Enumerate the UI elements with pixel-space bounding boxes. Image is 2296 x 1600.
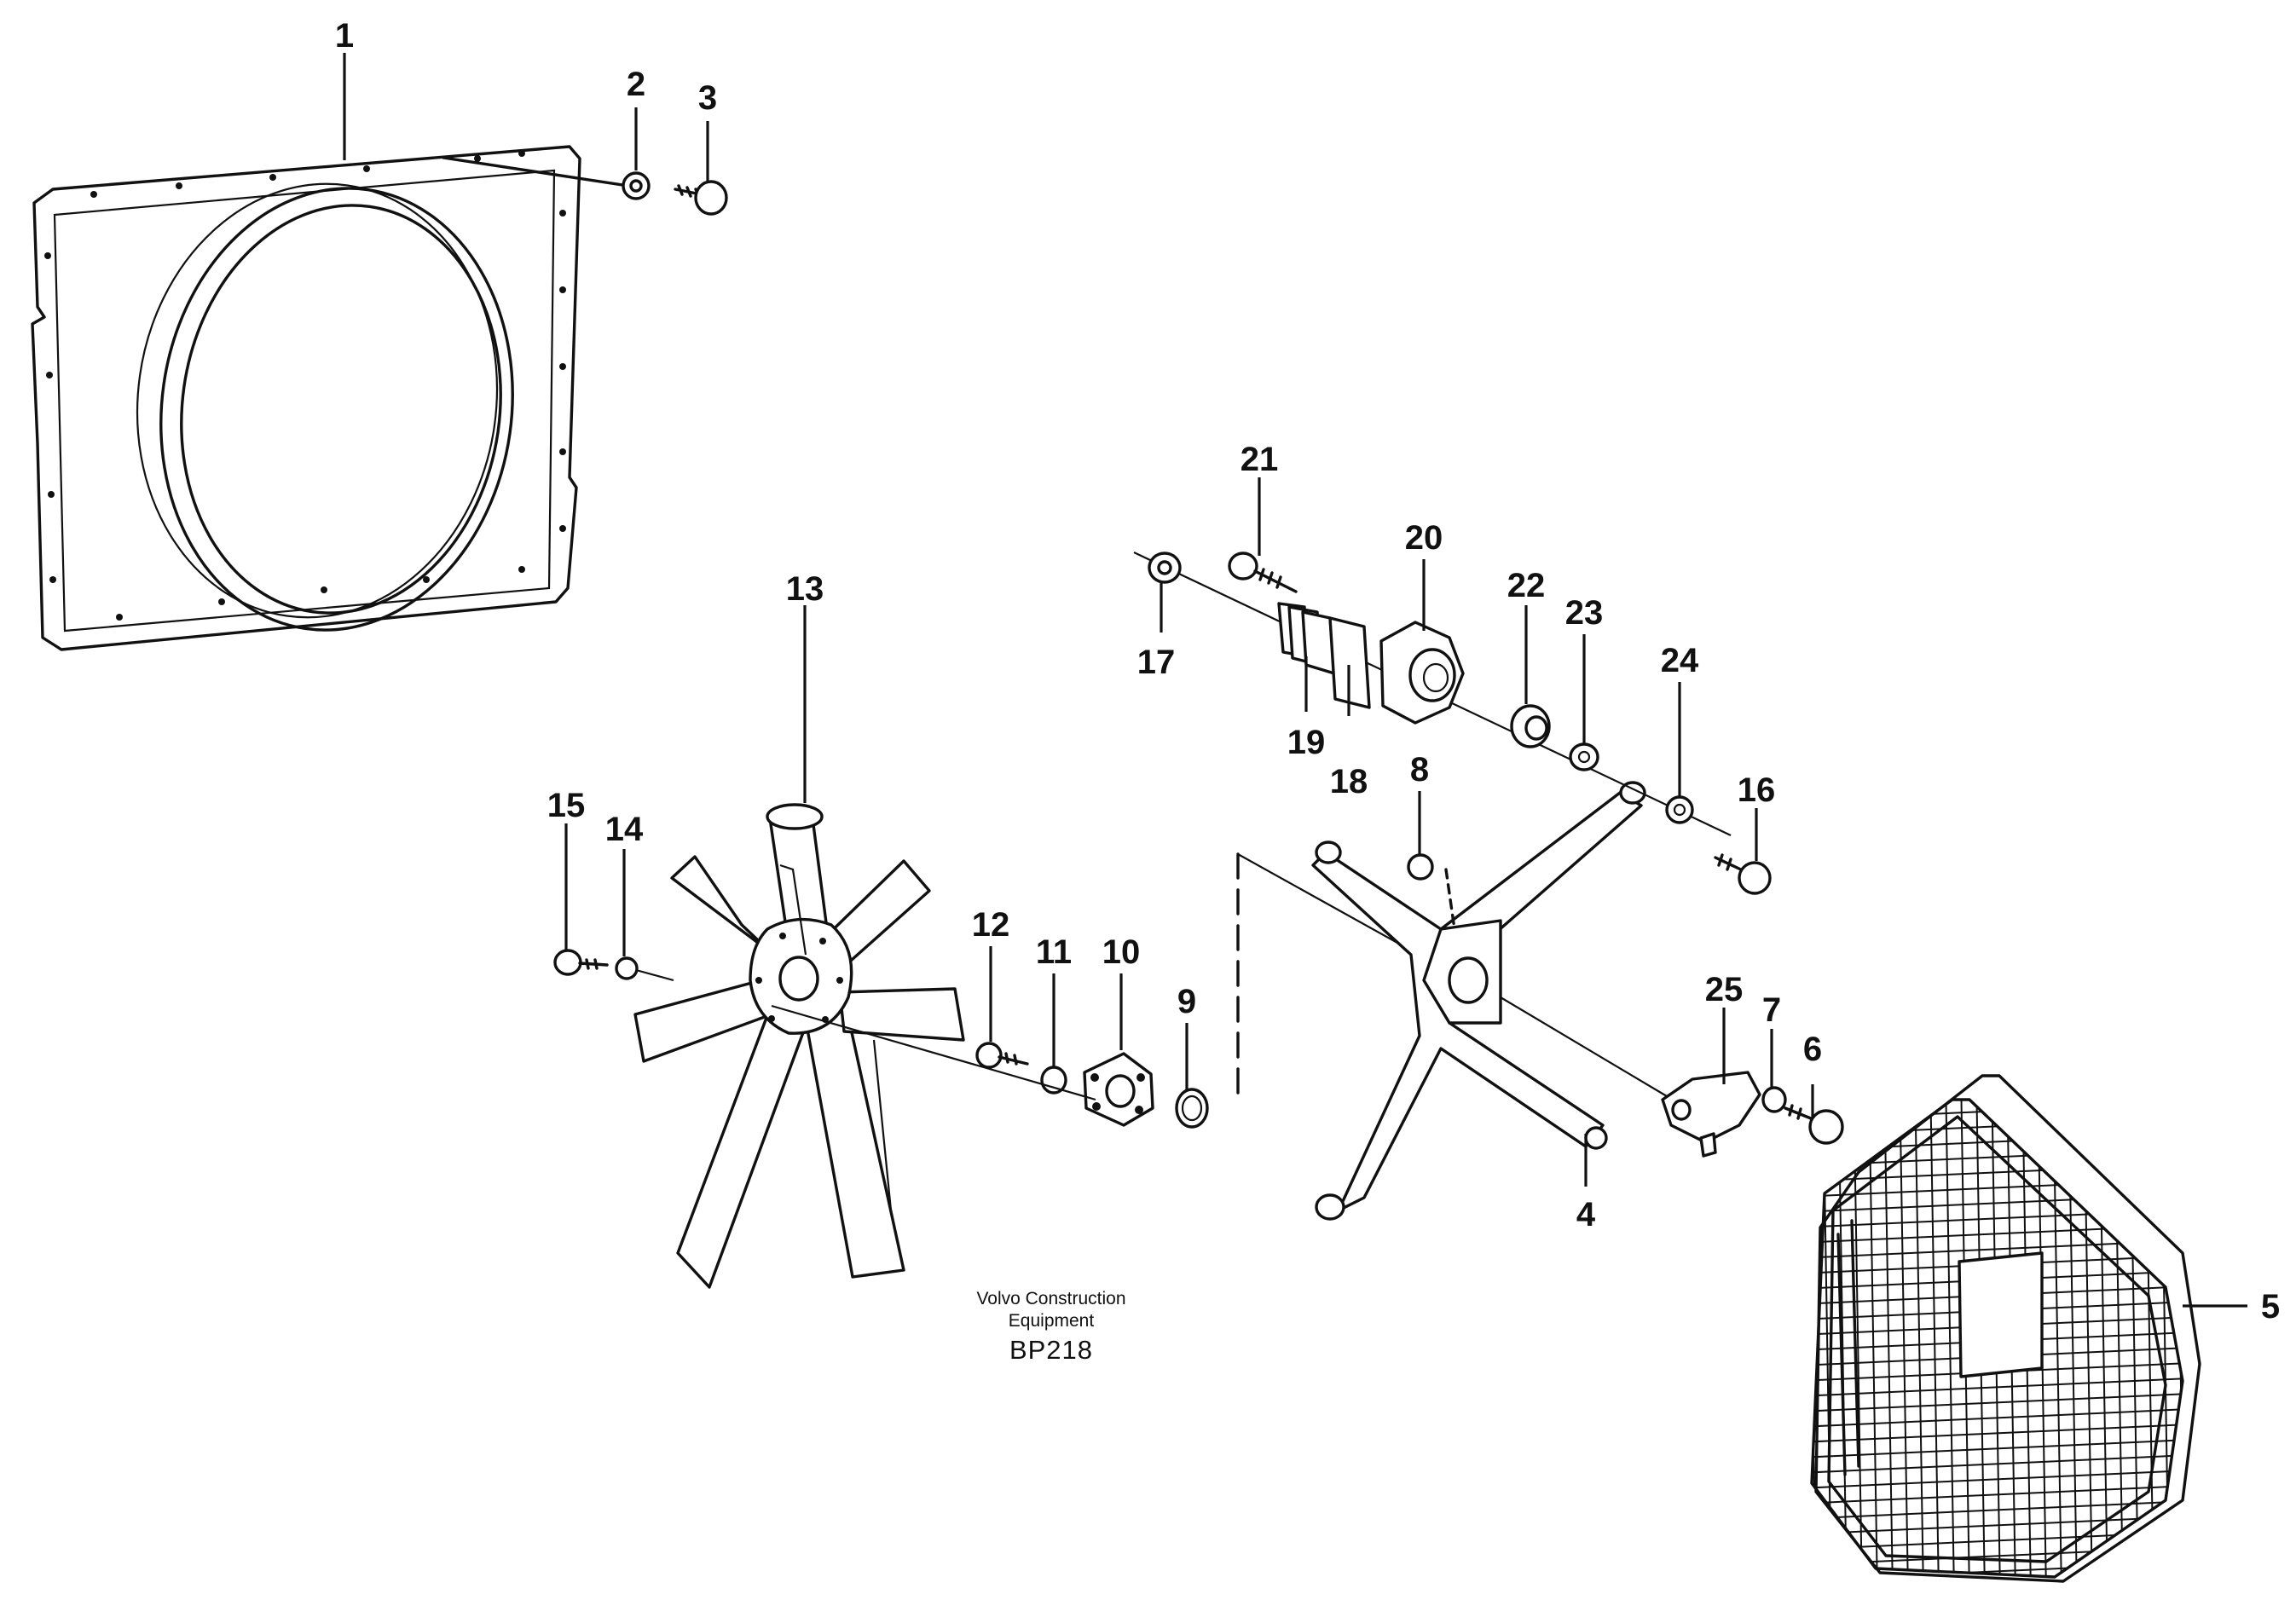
bolt-15 [553,949,609,976]
washer-2 [622,171,651,200]
bolt-16 [1714,853,1772,895]
bolt-21 [1228,552,1298,593]
callout-24: 24 [1661,642,1699,679]
bearing-housing-20 [1379,621,1465,725]
callout-15: 15 [547,787,586,824]
callout-18: 18 [1330,763,1368,800]
callout-23: 23 [1565,594,1604,632]
callout-1: 1 [335,17,354,55]
callout-3: 3 [698,79,717,117]
shim-18 [1328,616,1371,709]
support-bracket-4 [1311,781,1646,1221]
callout-8: 8 [1410,751,1429,788]
nut-23 [1569,742,1599,771]
bolt-6 [1784,1104,1844,1145]
callout-10: 10 [1102,933,1141,971]
callout-21: 21 [1241,441,1279,478]
callout-11: 11 [1036,933,1072,971]
callout-20: 20 [1405,519,1443,557]
bushing-8 [1407,853,1456,931]
fan-shroud [31,145,641,651]
callout-14: 14 [605,811,644,848]
callout-22: 22 [1507,567,1546,604]
figure-caption: Volvo Construction Equipment BP218 [976,1289,1125,1365]
callout-5: 5 [2261,1288,2280,1326]
washer-7 [1761,1086,1787,1113]
callout-17: 17 [1137,644,1176,681]
o-ring-9 [1175,1088,1209,1129]
figure-code: BP218 [1009,1335,1093,1365]
mount-bracket-25 [1500,996,1761,1158]
callout-9: 9 [1177,983,1196,1020]
washer-11 [1040,1066,1067,1095]
bolt-12 [975,1042,1029,1069]
callout-19: 19 [1287,724,1326,761]
fan-blade-assembly [633,803,965,1289]
hub-flange-10 [1083,1052,1154,1127]
nut-17 [1148,552,1182,584]
callout-2: 2 [627,66,645,103]
washer-14 [615,956,674,982]
fan-guard-5 [1810,1074,2201,1583]
callout-12: 12 [972,906,1010,944]
publisher-line-2: Equipment [1009,1311,1095,1331]
callout-25: 25 [1705,971,1744,1008]
fan-axis-line [771,1004,1096,1101]
callout-16: 16 [1738,771,1776,809]
bushing-22 [1510,704,1551,748]
callout-7: 7 [1762,991,1781,1029]
callout-13: 13 [786,570,824,608]
publisher-line-1: Volvo Construction [976,1289,1125,1308]
callout-6: 6 [1803,1031,1822,1068]
bolt-3 [674,180,728,216]
nut-24 [1665,795,1694,824]
leader-lines [343,53,2247,1308]
callout-4: 4 [1576,1196,1596,1233]
callout-labels: 1 2 3 4 5 6 7 8 9 10 11 12 13 14 15 16 1… [335,17,2280,1326]
